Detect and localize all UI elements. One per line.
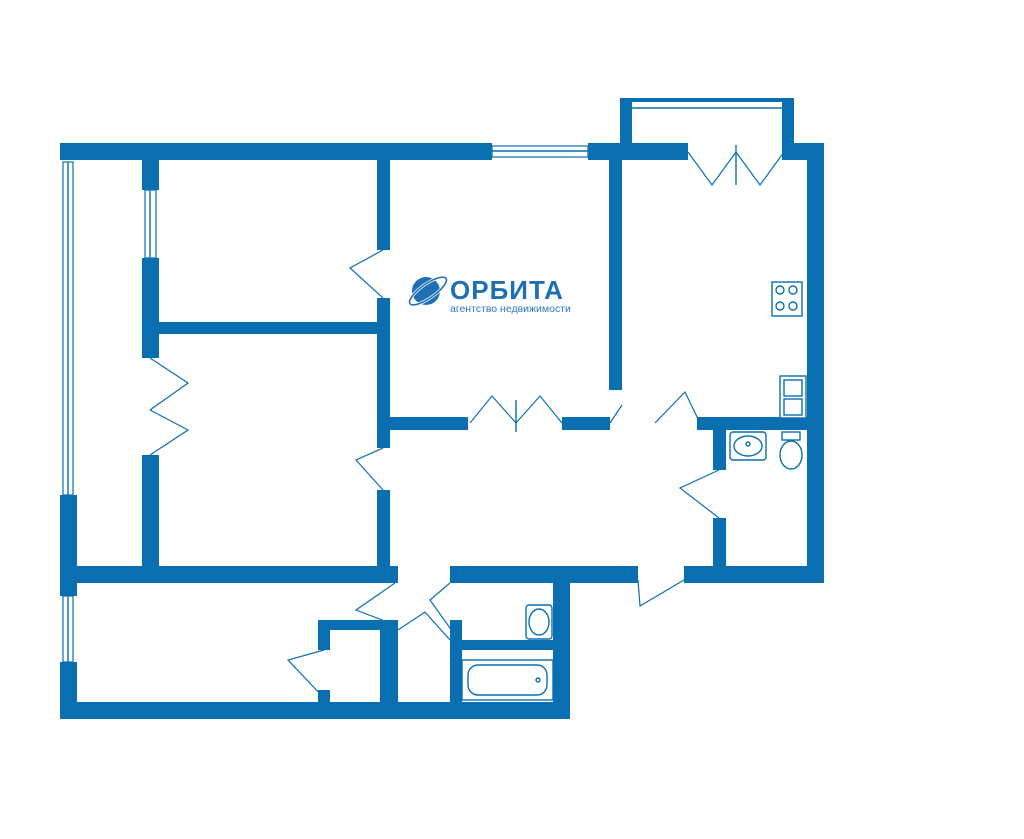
windows (62, 145, 589, 663)
fixtures (461, 281, 807, 701)
logo-tagline: агентство недвижимости (450, 303, 571, 315)
planet-logo-icon (408, 275, 448, 307)
bath-washbasin-icon (525, 604, 553, 640)
washbasin-icon (729, 431, 767, 461)
orbita-logo: ОРБИТА агентство недвижимости (408, 275, 571, 315)
interior-walls (77, 160, 807, 702)
balcony (620, 98, 794, 160)
toilet-icon (779, 431, 803, 470)
exterior-walls (60, 143, 824, 719)
stove-icon (771, 281, 803, 317)
bathtub-icon (461, 659, 554, 701)
logo-name: ОРБИТА (450, 275, 564, 305)
kitchen-sink-icon (779, 375, 807, 419)
doors (149, 145, 785, 699)
